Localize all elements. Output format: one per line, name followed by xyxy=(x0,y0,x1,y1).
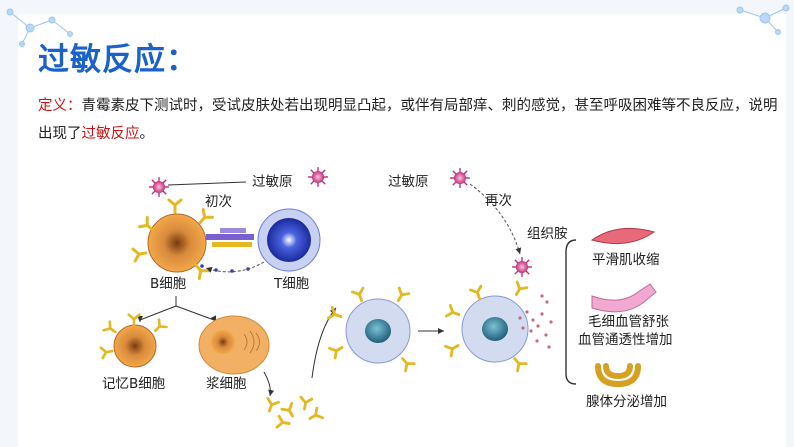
effect-smooth-muscle: 平滑肌收缩 xyxy=(592,252,660,268)
allergen-icon-right xyxy=(449,167,471,189)
sensitized-cell-2 xyxy=(444,280,529,373)
label-first-time: 初次 xyxy=(205,193,232,210)
definition-paragraph: 定义：青霉素皮下测试时，受试皮肤处若出现明显凸起，或伴有局部痒、刺的感觉，甚至呼… xyxy=(38,92,778,148)
definition-end: 。 xyxy=(139,126,155,142)
effect-vascular-permeability: 血管通透性增加 xyxy=(578,332,673,348)
b-cell xyxy=(131,198,214,280)
capillary-icon xyxy=(591,283,657,313)
label-plasma-cell: 浆细胞 xyxy=(206,376,247,392)
content-panel xyxy=(18,14,786,447)
effect-capillary-dilation: 毛细血管舒张 xyxy=(588,314,669,330)
memory-b-cell xyxy=(99,313,168,368)
label-memory-b-cell: 记忆B细胞 xyxy=(102,376,166,392)
label-histamine: 组织胺 xyxy=(527,226,568,242)
effect-gland-secretion: 腺体分泌增加 xyxy=(586,394,667,410)
definition-highlight: 过敏反应 xyxy=(81,126,140,142)
t-cell xyxy=(257,208,321,272)
allergen-icon-left xyxy=(148,176,170,198)
smooth-muscle-icon xyxy=(590,227,656,245)
definition-label: 定义： xyxy=(38,98,82,114)
label-t-cell: T细胞 xyxy=(273,276,310,292)
label-allergen-left: 过敏原 xyxy=(252,174,293,190)
label-second-time: 再次 xyxy=(485,193,512,209)
slide-title: 过敏反应： xyxy=(38,42,198,78)
plasma-cell xyxy=(198,315,270,375)
histamine-granules xyxy=(518,294,553,349)
label-allergen-right: 过敏原 xyxy=(388,174,429,190)
label-b-cell: B细胞 xyxy=(150,276,187,292)
gland-icon xyxy=(595,363,641,388)
free-antibodies xyxy=(262,395,324,431)
allergen-icon-bound xyxy=(511,256,533,278)
allergen-icon-left-2 xyxy=(307,166,329,188)
sensitized-cell-1 xyxy=(327,286,416,373)
b-t-receptor-link xyxy=(206,228,254,247)
definition-text: 青霉素皮下测试时，受试皮肤处若出现明显凸起，或伴有局部痒、刺的感觉，甚至呼吸困难… xyxy=(38,98,778,142)
